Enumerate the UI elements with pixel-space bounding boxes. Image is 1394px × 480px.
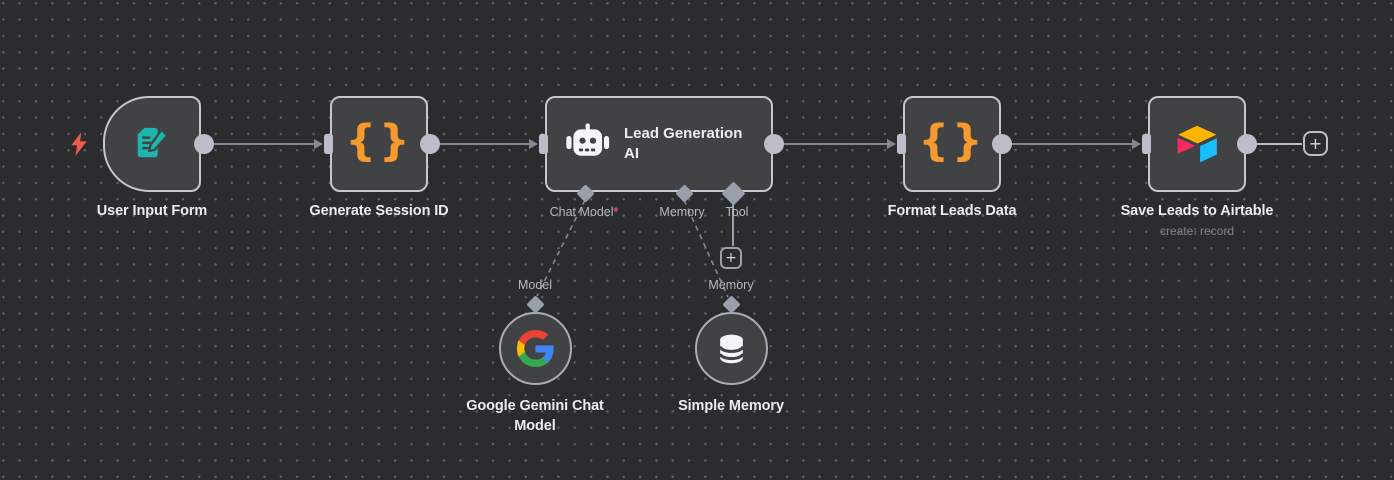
robot-icon [566, 123, 610, 156]
google-icon [517, 330, 554, 367]
code-icon: {} [918, 115, 986, 166]
output-endpoint-session[interactable] [420, 134, 440, 154]
label-port-memory-input: Memory [708, 278, 754, 292]
node-format-leads-data[interactable]: {} [903, 96, 1001, 192]
label-save-leads-to-airtable: Save Leads to Airtable [1120, 203, 1274, 219]
connection-ai-to-format[interactable] [774, 139, 896, 149]
database-icon [718, 334, 745, 363]
label-port-memory: Memory [659, 205, 705, 219]
trigger-lightning-icon[interactable] [70, 132, 89, 156]
output-endpoint-format[interactable] [992, 134, 1012, 154]
node-simple-memory[interactable] [695, 312, 768, 385]
input-endpoint-format[interactable] [897, 134, 906, 154]
input-endpoint-airtable[interactable] [1142, 134, 1151, 154]
label-port-tool: Tool [725, 205, 749, 219]
code-icon: {} [345, 115, 413, 166]
label-format-leads-data: Format Leads Data [887, 203, 1017, 219]
input-endpoint-ai[interactable] [539, 134, 548, 154]
output-endpoint-airtable[interactable] [1237, 134, 1257, 154]
pencil-icon [148, 128, 169, 153]
output-endpoint-ai[interactable] [764, 134, 784, 154]
node-title: Lead Generation AI [624, 125, 743, 162]
label-port-chat-model: Chat Model* [534, 205, 634, 219]
label-google-gemini: Google Gemini Chat Model [466, 398, 604, 434]
output-endpoint-user-input[interactable] [194, 134, 214, 154]
port-label-text: Chat Model [549, 205, 614, 219]
add-node-button[interactable]: + [1303, 131, 1328, 156]
connection-chat-model-to-gemini[interactable] [536, 199, 586, 297]
node-user-input-form[interactable] [103, 96, 201, 192]
label-user-input-form: User Input Form [96, 203, 208, 219]
arrowhead-icon [1132, 139, 1141, 149]
arrowhead-icon [887, 139, 896, 149]
node-google-gemini-chat-model[interactable] [499, 312, 572, 385]
label-airtable-operation: create: record [1159, 224, 1235, 238]
label-generate-session-id: Generate Session ID [309, 203, 449, 219]
label-simple-memory: Simple Memory [678, 398, 784, 414]
add-tool-button[interactable]: + [720, 247, 742, 269]
connection-format-to-airtable[interactable] [1002, 139, 1141, 149]
form-icon [137, 127, 169, 158]
node-generate-session-id[interactable]: {} [330, 96, 428, 192]
arrowhead-icon [314, 139, 323, 149]
airtable-icon [1177, 125, 1217, 163]
connection-session-to-ai[interactable] [430, 139, 538, 149]
connection-memory-to-simple-memory[interactable] [683, 199, 729, 298]
node-save-leads-to-airtable[interactable] [1148, 96, 1246, 192]
input-endpoint-session[interactable] [324, 134, 333, 154]
label-port-model-input: Model [517, 278, 553, 292]
arrowhead-icon [529, 139, 538, 149]
required-marker: * [613, 205, 619, 219]
connection-user-input-to-session[interactable] [204, 139, 323, 149]
node-lead-generation-ai[interactable]: Lead Generation AI [545, 96, 773, 192]
